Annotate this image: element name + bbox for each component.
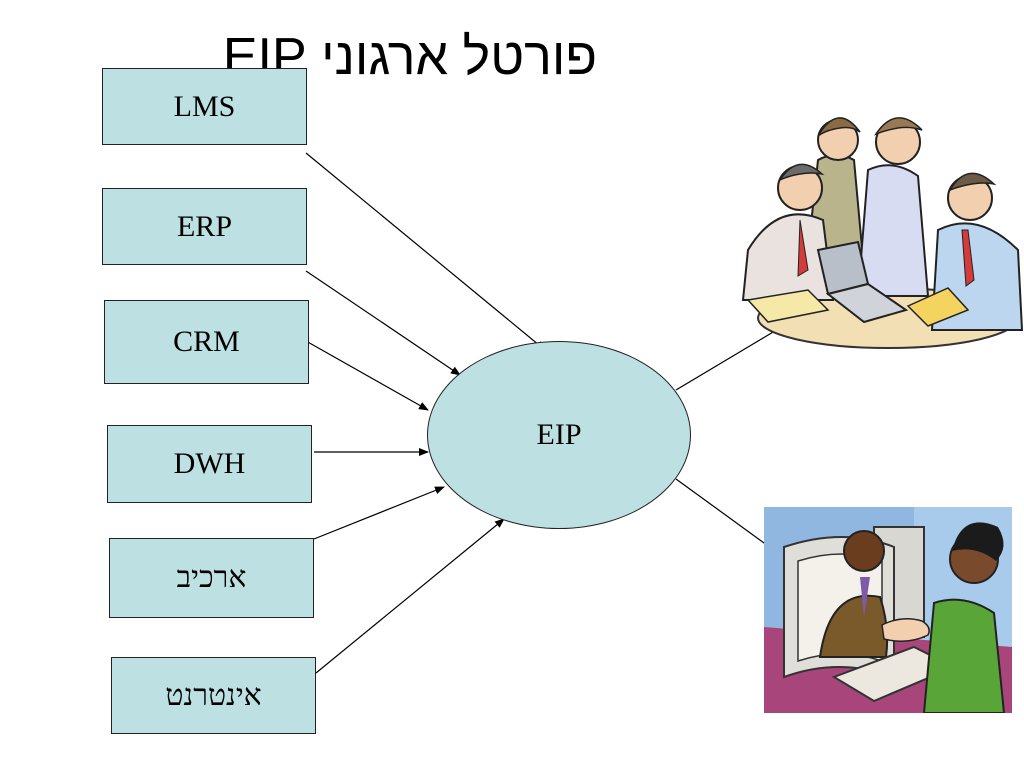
source-box-archive: ארכיב — [109, 538, 314, 618]
computer-handshake-clipart — [764, 507, 1012, 713]
arrow-eip-to-users — [675, 321, 791, 391]
source-box-crm: CRM — [104, 300, 309, 384]
arrow-erp-to-eip — [305, 270, 461, 376]
arrow-lms-to-eip — [305, 152, 546, 351]
slide-title: פורטל ארגוני EIP — [222, 28, 598, 86]
source-box-dwh: DWH — [107, 425, 312, 503]
arrow-internet-to-eip — [315, 518, 505, 674]
meeting-group-clipart — [741, 117, 1024, 349]
arrow-archive-to-eip — [313, 486, 445, 540]
hub-eip: EIP — [427, 341, 691, 529]
source-box-internet: אינטרנט — [111, 657, 316, 734]
source-box-erp: ERP — [102, 188, 307, 265]
source-box-lms: LMS — [102, 68, 307, 145]
arrow-crm-to-eip — [305, 340, 429, 411]
